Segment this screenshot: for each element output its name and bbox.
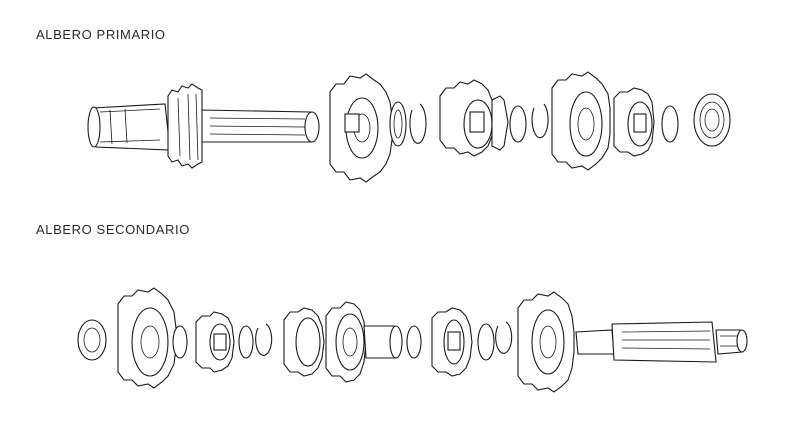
secondary-gear-cluster [431,307,473,377]
primary-shaft-assembly [87,71,731,183]
primary-gear-2 [551,71,611,171]
secondary-circlip-1 [255,323,273,356]
primary-washer-2 [509,105,527,143]
secondary-gear-5 [517,291,575,393]
primary-shaft [87,103,320,151]
secondary-washer-1 [238,325,254,359]
primary-gear-cluster [439,79,509,157]
secondary-shaft-title: ALBERO SECONDARIO [36,222,190,237]
secondary-shaft-assembly [77,287,748,393]
primary-shaft-title: ALBERO PRIMARIO [36,27,166,42]
primary-washer-3 [661,105,679,143]
secondary-gear-1 [117,287,177,389]
secondary-gear-3 [283,307,325,377]
secondary-washer-2 [406,325,422,359]
primary-circlip-1 [409,103,427,144]
primary-gear-3 [613,87,655,157]
secondary-shaft [575,321,748,363]
primary-washer-1 [389,101,407,147]
primary-bearing [693,93,731,147]
primary-shaft-gear [167,83,203,169]
secondary-gear-4 [325,301,367,383]
primary-circlip-2 [531,103,549,139]
primary-gear-1 [329,73,393,183]
secondary-washer-3 [477,323,495,361]
secondary-bushing-1 [172,325,188,359]
secondary-circlip-2 [495,321,513,354]
secondary-gear-2 [195,311,235,373]
secondary-bearing [77,319,107,361]
